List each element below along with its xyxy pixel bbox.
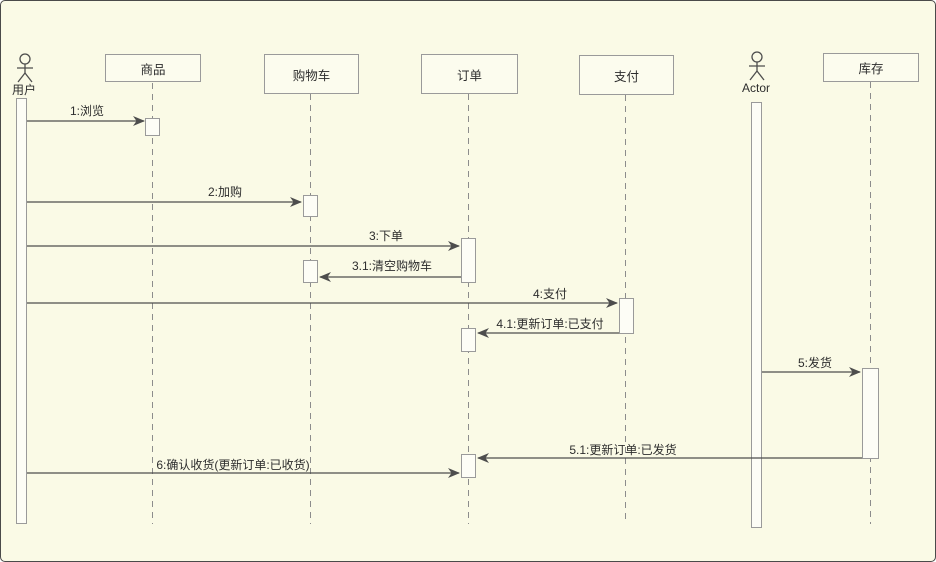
lifeline-product — [152, 83, 153, 524]
activation-inventory — [862, 368, 879, 459]
lifeline-head-cart: 购物车 — [264, 54, 359, 94]
lifeline-head-order-label: 订单 — [456, 68, 482, 83]
message-3-1-label: 3.1:清空购物车 — [351, 259, 433, 273]
lifeline-order — [468, 94, 469, 524]
lifeline-head-product: 商品 — [105, 54, 201, 82]
message-4-label: 4:支付 — [532, 287, 568, 301]
stick-figure-icon — [749, 51, 765, 81]
lifeline-head-inventory-label: 库存 — [858, 62, 884, 76]
activation-cart-2 — [303, 260, 318, 283]
lifeline-inventory — [870, 82, 871, 524]
activation-order-3 — [461, 454, 476, 478]
actor-user-label: 用户 — [11, 83, 36, 97]
message-5-label: 5:发货 — [797, 356, 833, 370]
actor-user: 用户 — [5, 53, 43, 96]
activation-cart-1 — [303, 195, 318, 217]
message-2-label: 2:加购 — [207, 185, 243, 199]
activation-order-1 — [461, 238, 476, 283]
lifeline-head-order: 订单 — [421, 54, 518, 94]
activation-payment — [619, 298, 634, 334]
message-1-label: 1:浏览 — [69, 104, 105, 118]
lifeline-cart — [310, 94, 311, 524]
lifeline-head-payment: 支付 — [579, 55, 674, 95]
message-4-1-label: 4.1:更新订单:已支付 — [496, 317, 604, 331]
message-5-1-label: 5.1:更新订单:已发货 — [569, 443, 677, 457]
stick-figure-icon — [17, 53, 33, 83]
lifeline-head-cart-label: 购物车 — [292, 68, 331, 83]
message-3-label: 3:下单 — [368, 229, 404, 243]
lifeline-head-inventory: 库存 — [823, 53, 919, 82]
lifeline-head-payment-label: 支付 — [613, 69, 639, 84]
activation-product — [145, 118, 160, 136]
actor-warehouse-label: Actor — [741, 81, 770, 95]
activation-order-2 — [461, 328, 476, 352]
activation-warehouse — [751, 102, 762, 528]
lifeline-head-product-label: 商品 — [140, 62, 166, 77]
actor-warehouse: Actor — [737, 51, 775, 94]
activation-user — [16, 98, 27, 524]
message-6-label: 6:确认收货(更新订单:已收货) — [156, 458, 310, 472]
